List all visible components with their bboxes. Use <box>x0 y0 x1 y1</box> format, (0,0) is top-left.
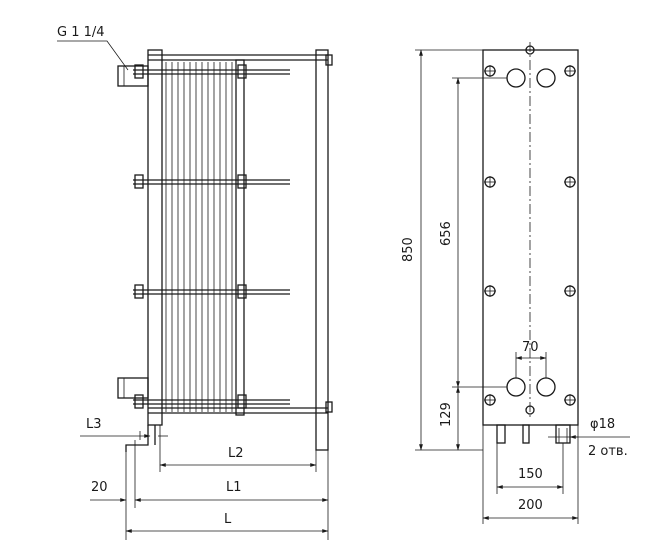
front-plate-outline <box>482 49 579 426</box>
dim-656-label: 656 <box>439 221 454 246</box>
dim-20-label: 20 <box>91 480 108 495</box>
side-view <box>117 49 333 452</box>
support-column <box>315 49 329 451</box>
dim-200-label: 200 <box>518 498 543 513</box>
hole-count-label: 2 отв. <box>588 444 628 459</box>
plate-pack <box>165 62 233 412</box>
dim-l-label: L <box>224 512 232 527</box>
front-view <box>482 42 579 444</box>
side-view-dimensions: L3 L2 20 L1 L <box>80 417 329 540</box>
guide-bar-nut-bottom <box>325 401 333 413</box>
dim-150-label: 150 <box>518 467 543 482</box>
nozzles <box>117 65 149 399</box>
guide-bar-nut-top <box>325 54 333 66</box>
front-bolts <box>484 45 576 415</box>
pressure-plate <box>235 59 245 416</box>
front-feet <box>496 424 571 444</box>
dim-l2-label: L2 <box>228 446 244 461</box>
dim-l3-label: L3 <box>86 417 102 432</box>
thread-label: G 1 1/4 <box>57 25 105 40</box>
front-view-dimensions: 850 656 129 70 φ18 2 отв. 150 200 <box>401 49 630 524</box>
dim-l1-label: L1 <box>226 480 242 495</box>
thread-callout: G 1 1/4 <box>57 25 129 71</box>
fixed-frame-plate <box>147 49 163 426</box>
guide-bars <box>148 54 328 414</box>
frame-foot <box>125 425 156 452</box>
dim-850-label: 850 <box>401 237 416 262</box>
dim-70-label: 70 <box>522 340 539 355</box>
tie-bolts <box>133 64 290 409</box>
hole-dia-label: φ18 <box>590 417 615 432</box>
dim-129-label: 129 <box>439 402 454 427</box>
